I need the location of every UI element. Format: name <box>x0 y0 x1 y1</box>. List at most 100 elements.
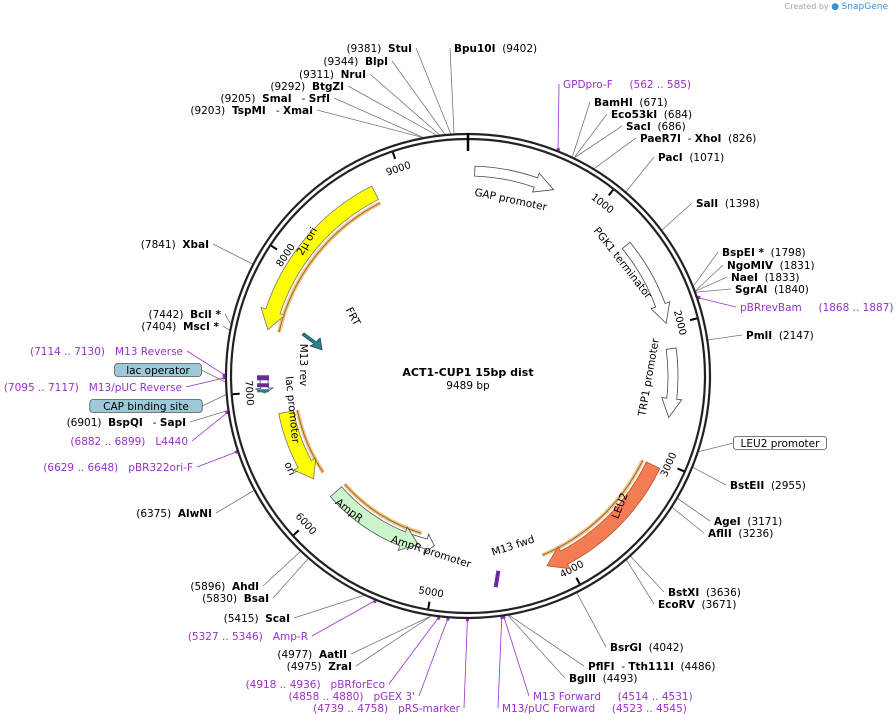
enzyme-site-label[interactable]: (5830) BsaI <box>202 593 269 605</box>
enzyme-site-label[interactable]: (7841) XbaI <box>141 239 209 251</box>
primer-label[interactable]: (7095 .. 7117) M13/pUC Reverse <box>4 382 182 394</box>
feature-ampr[interactable] <box>329 482 422 552</box>
feature-gap-promoter[interactable] <box>474 165 555 193</box>
enzyme-site-label[interactable]: NaeI (1833) <box>731 272 800 284</box>
enzyme-site-label[interactable]: SgrAI (1840) <box>735 284 809 296</box>
enzyme-name: AatII <box>319 649 347 661</box>
enzyme-site-label[interactable]: BstEII (2955) <box>730 480 806 492</box>
enzyme-site-label[interactable]: NgoMIV (1831) <box>727 260 815 272</box>
enzyme-position: (1840) <box>767 284 809 296</box>
primer-label[interactable]: (4858 .. 4880) pGEX 3' <box>288 691 415 703</box>
feature-frt[interactable] <box>301 332 323 351</box>
enzyme-site-label[interactable]: (9205) SmaI - SrfI <box>221 93 330 105</box>
enzyme-position: - <box>143 417 160 429</box>
boxed-feature-label[interactable]: CAP binding site <box>89 399 203 413</box>
enzyme-name: BglII <box>569 673 596 685</box>
enzyme-callout-line <box>677 498 711 522</box>
enzyme-site-label[interactable]: (9292) BtgZI <box>270 81 344 93</box>
enzyme-site-label[interactable]: (7404) MscI * <box>141 321 219 333</box>
enzyme-site-label[interactable]: SalI (1398) <box>696 198 760 210</box>
primer-label[interactable]: (5327 .. 5346) Amp-R <box>188 631 308 643</box>
enzyme-site-label[interactable]: PmlI (2147) <box>746 330 814 342</box>
enzyme-site-label[interactable]: AgeI (3171) <box>714 516 782 528</box>
enzyme-site-label[interactable]: (5415) ScaI <box>224 613 290 625</box>
enzyme-position: (4042) <box>642 642 684 654</box>
primer-site-mark <box>436 616 441 620</box>
enzyme-name: SgrAI <box>735 284 767 296</box>
position-tick <box>608 189 614 197</box>
feature-ori[interactable] <box>278 409 325 480</box>
primer-callout-line <box>503 616 530 697</box>
enzyme-site-label[interactable]: Eco53kI (684) <box>611 109 692 121</box>
enzyme-site-label[interactable]: SacI (686) <box>626 121 686 133</box>
enzyme-site-label[interactable]: BamHI (671) <box>594 97 668 109</box>
enzyme-callout-line <box>347 85 437 136</box>
enzyme-callout-line <box>391 60 446 135</box>
enzyme-site-label[interactable]: BspEI * (1798) <box>722 247 806 259</box>
enzyme-site-label[interactable]: PflFI - Tth111I (4486) <box>588 661 715 673</box>
primer-label[interactable]: (6882 .. 6899) L4440 <box>70 436 188 448</box>
enzyme-position: - <box>615 661 629 673</box>
enzyme-site-label[interactable]: (9203) TspMI - XmaI <box>190 105 313 117</box>
feature-label-text: LEU2 promoter <box>741 438 821 450</box>
enzyme-callout-line <box>507 615 566 679</box>
feature-trp1-promoter[interactable] <box>661 347 683 419</box>
enzyme-site-label[interactable]: PacI (1071) <box>658 152 724 164</box>
primer-callout-line <box>191 412 228 442</box>
primer-label[interactable]: M13/pUC Forward (4523 .. 4545) <box>502 703 687 715</box>
enzyme-site-label[interactable]: BstXI (3636) <box>668 587 741 599</box>
feature-label-box <box>114 363 202 377</box>
feature-ampr-promoter[interactable] <box>409 533 435 555</box>
primer-callout-line <box>185 377 226 388</box>
enzyme-site-label[interactable]: BglII (4493) <box>569 673 638 685</box>
boxed-feature-label[interactable]: LEU2 promoter <box>733 436 828 450</box>
feature-m13-fwd[interactable] <box>493 570 501 588</box>
enzyme-site-label[interactable]: Bpu10I (9402) <box>454 43 537 55</box>
primer-label[interactable]: (4739 .. 4758) pRS-marker <box>313 703 461 715</box>
primer-label[interactable]: pBRrevBam (1868 .. 1887) <box>740 302 893 314</box>
primer-bind-mark <box>257 383 270 388</box>
snapgene-credit: Created by ● SnapGene <box>785 2 888 12</box>
feature-leu2[interactable] <box>541 459 661 570</box>
plasmid-center-labels: ACT1-CUP1 15bp dist 9489 bp <box>402 366 533 392</box>
enzyme-site-label[interactable]: (4975) ZraI <box>287 661 352 673</box>
enzyme-site-label[interactable]: (5896) AhdI <box>190 581 259 593</box>
enzyme-site-label[interactable]: PaeR7I - XhoI (826) <box>640 133 756 145</box>
primer-label[interactable]: (7114 .. 7130) M13 Reverse <box>30 346 183 358</box>
feature-arrow <box>409 533 435 555</box>
enzyme-callout-line <box>661 202 693 231</box>
primer-label[interactable]: GPDpro-F (562 .. 585) <box>563 79 691 91</box>
primer-label[interactable]: (4918 .. 4936) pBRforEco <box>246 679 385 691</box>
enzyme-site-label[interactable]: BsrGI (4042) <box>610 642 684 654</box>
enzyme-site-label[interactable]: (4977) AatII <box>277 649 347 661</box>
feature-callout-line <box>202 394 226 407</box>
enzyme-site-label[interactable]: (6375) AlwNI <box>136 508 212 520</box>
enzyme-callout-line <box>333 97 423 138</box>
primer-bind-mark <box>257 389 270 393</box>
enzyme-name: ScaI <box>265 613 290 625</box>
feature-m13-rev[interactable] <box>257 375 270 393</box>
enzyme-site-label[interactable]: (9311) NruI <box>299 69 366 81</box>
primer-label[interactable]: M13 Forward (4514 .. 4531) <box>533 691 693 703</box>
enzyme-site-label[interactable]: (9344) BlpI <box>323 56 388 68</box>
feature-name-label: M13 fwd <box>490 534 536 559</box>
credit-brand: SnapGene <box>841 2 888 12</box>
enzyme-position: (826) <box>721 133 756 145</box>
enzyme-site-label[interactable]: (6901) BspQI - SapI <box>67 417 186 429</box>
enzyme-site-label[interactable]: AflII (3236) <box>708 528 773 540</box>
feature-2mu-ori[interactable] <box>260 185 382 333</box>
primer-label[interactable]: (6629 .. 6648) pBR322ori-F <box>43 462 193 474</box>
feature-arrow <box>546 461 661 570</box>
enzyme-site-label[interactable]: (7442) BclI * <box>149 309 222 321</box>
boxed-feature-label[interactable]: lac operator <box>114 363 202 377</box>
enzyme-callout-line <box>369 73 440 135</box>
position-tick <box>232 392 240 396</box>
feature-label-box <box>89 399 203 413</box>
enzyme-name: EcoRV <box>658 599 696 611</box>
enzyme-site-label[interactable]: (9381) StuI <box>346 43 412 55</box>
enzyme-name: PflFI <box>588 661 615 673</box>
feature-pgk1-terminator[interactable] <box>621 241 671 325</box>
enzyme-site-label[interactable]: EcoRV (3671) <box>658 599 736 611</box>
enzyme-position: (1071) <box>683 152 725 164</box>
